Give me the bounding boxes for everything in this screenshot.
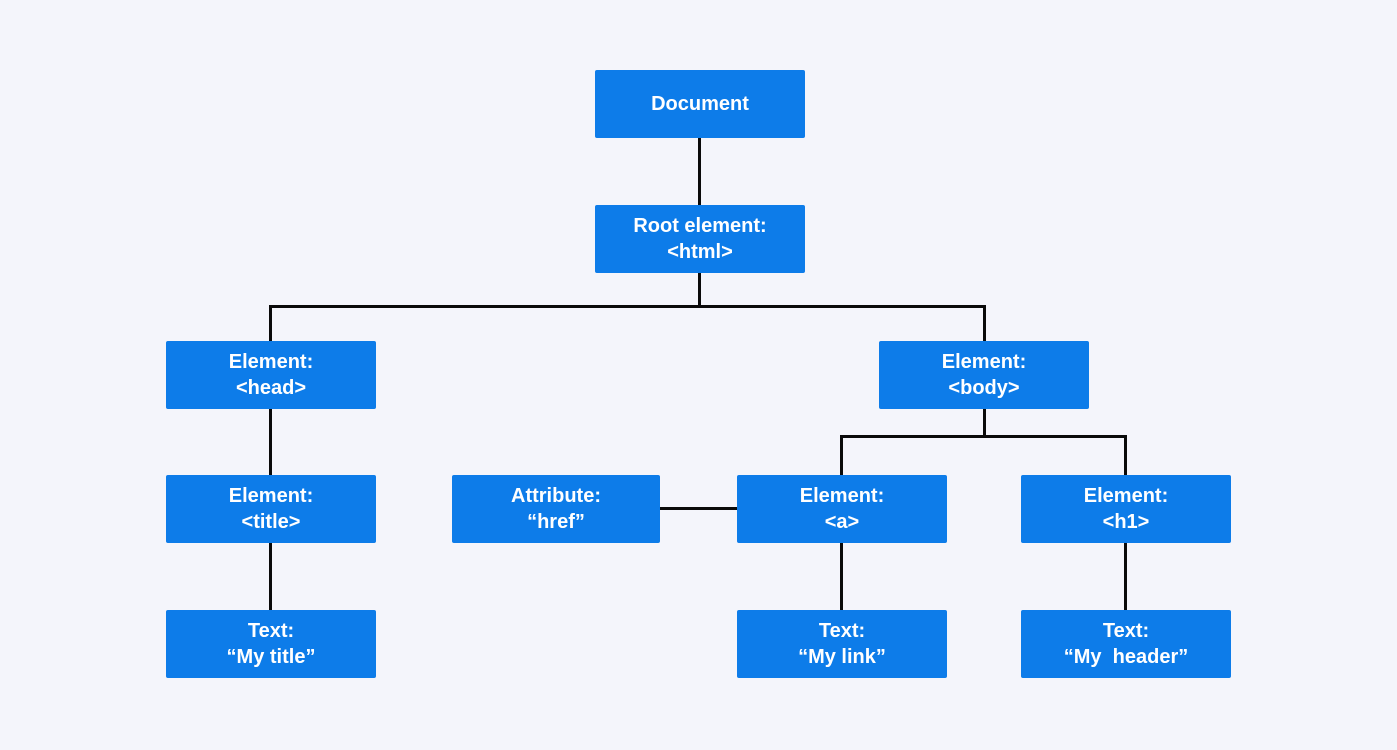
connector-h1-text	[1124, 542, 1127, 610]
node-attribute-href: Attribute: “href”	[452, 475, 660, 543]
node-a-tag: <a>	[824, 511, 860, 533]
connector-root-branch	[269, 305, 986, 308]
connector-body-branch	[840, 435, 1127, 438]
connector-body-stem	[983, 408, 986, 438]
node-body-label: Element:	[941, 351, 1027, 373]
node-text-my-title: Text: “My title”	[166, 610, 376, 678]
node-text-link-label: Text:	[818, 620, 866, 642]
connector-document-root	[698, 138, 701, 205]
connector-head-title	[269, 408, 272, 475]
node-head-tag: <head>	[235, 377, 307, 399]
node-text-link-value: “My link”	[798, 646, 886, 668]
node-a-label: Element:	[799, 485, 885, 507]
node-head-label: Element:	[228, 351, 314, 373]
connector-a-drop	[840, 435, 843, 475]
node-document: Document	[595, 70, 805, 138]
connector-root-stem	[698, 272, 701, 306]
node-title-label: Element:	[228, 485, 314, 507]
node-text-title-value: “My title”	[226, 646, 316, 668]
node-text-header-value: “My header”	[1063, 646, 1189, 668]
node-attr-label: Attribute:	[511, 485, 601, 507]
connector-body-drop	[983, 305, 986, 341]
node-text-title-label: Text:	[247, 620, 295, 642]
connector-a-text	[840, 542, 843, 610]
connector-attr-a	[660, 507, 737, 510]
node-element-body: Element: <body>	[879, 341, 1089, 409]
node-element-a: Element: <a>	[737, 475, 947, 543]
node-text-header-label: Text:	[1102, 620, 1150, 642]
connector-title-text	[269, 542, 272, 610]
node-h1-tag: <h1>	[1102, 511, 1150, 533]
node-attr-value: “href”	[527, 511, 585, 533]
node-h1-label: Element:	[1083, 485, 1169, 507]
node-text-my-header: Text: “My header”	[1021, 610, 1231, 678]
node-element-head: Element: <head>	[166, 341, 376, 409]
node-root-label: Root element:	[633, 215, 767, 237]
node-title-tag: <title>	[241, 511, 301, 533]
node-element-title: Element: <title>	[166, 475, 376, 543]
node-root-html: Root element: <html>	[595, 205, 805, 273]
node-document-label: Document	[651, 93, 749, 115]
node-text-my-link: Text: “My link”	[737, 610, 947, 678]
node-body-tag: <body>	[948, 377, 1020, 399]
node-root-tag: <html>	[667, 241, 733, 263]
connector-head-drop	[269, 305, 272, 341]
connector-h1-drop	[1124, 435, 1127, 475]
node-element-h1: Element: <h1>	[1021, 475, 1231, 543]
